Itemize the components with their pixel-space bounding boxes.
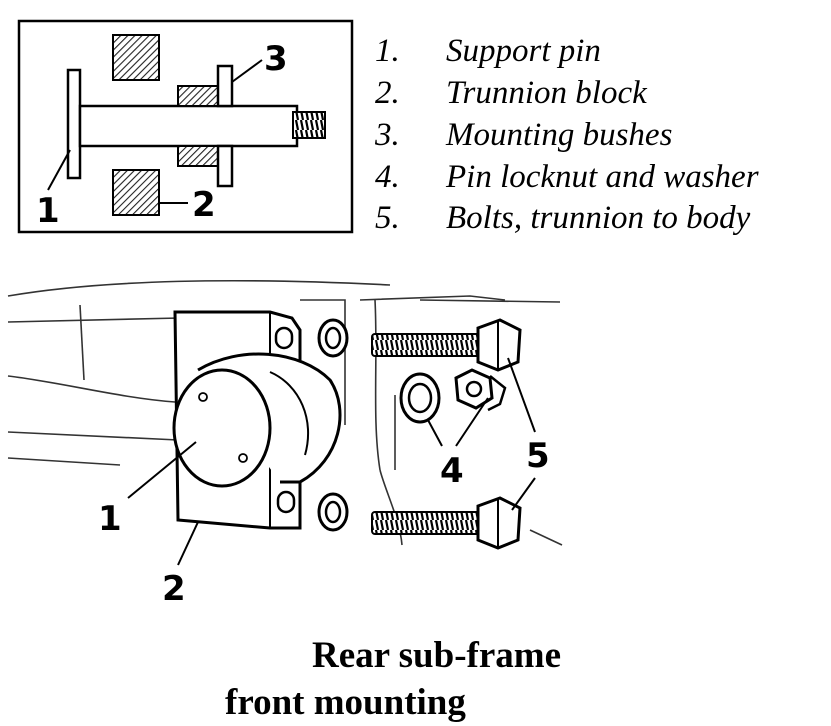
inset-trunnion-block-top — [112, 34, 160, 81]
legend-label-4: Pin locknut and washer — [445, 159, 759, 195]
leader-5a — [507, 357, 536, 433]
main-illustration: 1 2 4 5 — [7, 279, 563, 609]
leader-1 — [127, 441, 197, 499]
legend-label-1: Support pin — [446, 33, 601, 69]
inset-callout-3: 3 — [264, 39, 288, 79]
inset-mounting-bushes — [177, 64, 234, 188]
pin-washer — [399, 372, 441, 424]
leader-5b — [511, 477, 536, 511]
legend-number-3: 3. — [374, 117, 400, 153]
parts-legend: 1. Support pin 2. Trunnion block 3. Moun… — [374, 33, 759, 236]
legend-number-2: 2. — [375, 75, 400, 111]
body-panel-lines — [7, 279, 563, 546]
leader-2 — [177, 521, 199, 566]
callout-1: 1 — [98, 499, 122, 539]
legend-number-4: 4. — [375, 159, 400, 195]
callout-4: 4 — [440, 451, 464, 491]
caption-line-2: front mounting — [225, 682, 466, 723]
inset-callout-2: 2 — [192, 185, 216, 225]
inset-frame — [17, 19, 354, 234]
mounting-bush-upper — [317, 318, 349, 358]
inset-callout-1: 1 — [36, 191, 60, 231]
bolt-lower — [371, 496, 522, 550]
legend-number-1: 1. — [375, 33, 400, 69]
legend-label-3: Mounting bushes — [445, 117, 672, 153]
inset-cross-section: 1 2 3 — [17, 19, 354, 234]
callout-5: 5 — [526, 436, 550, 476]
support-pin-head — [172, 368, 272, 488]
inset-trunnion-block-bottom — [112, 169, 160, 216]
leader-4b — [455, 397, 489, 447]
leader-4a — [427, 419, 443, 447]
legend-label-2: Trunnion block — [446, 75, 648, 111]
legend-label-5: Bolts, trunnion to body — [446, 200, 751, 236]
inset-leader-1 — [47, 149, 71, 191]
bolt-upper — [371, 318, 522, 372]
inset-leader-3 — [231, 59, 263, 83]
caption-line-1: Rear sub-frame — [312, 635, 561, 676]
legend-number-5: 5. — [375, 200, 400, 236]
mounting-bush-lower — [317, 492, 349, 532]
callout-2: 2 — [162, 569, 186, 609]
inset-support-pin — [66, 68, 326, 180]
pin-locknut — [454, 368, 507, 412]
